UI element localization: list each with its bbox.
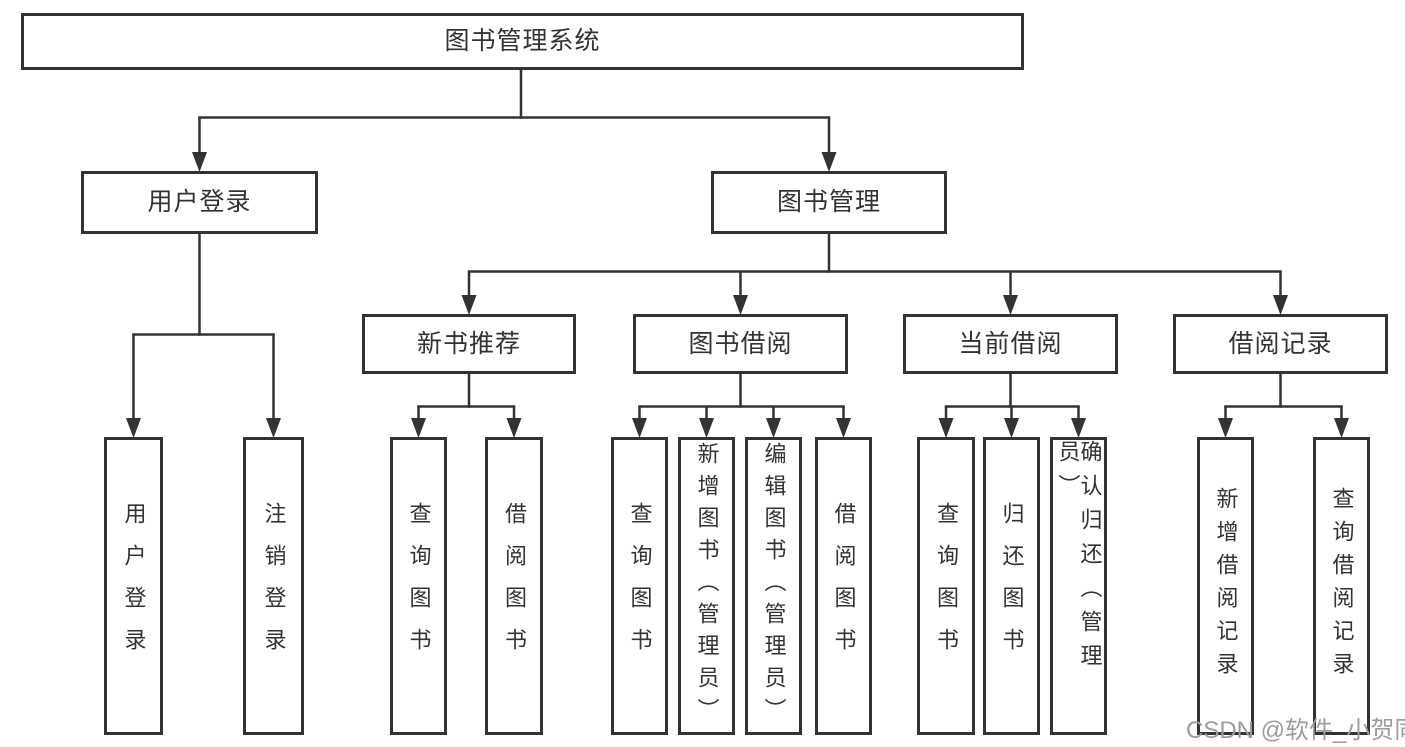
arrowhead-down-icon [1003, 295, 1018, 315]
arrowhead-down-icon [126, 418, 141, 438]
leaf-borrow-edit-books-admin: 编辑图书（管理员） [745, 437, 802, 735]
leaf-borrow-add-books-admin-label: 新增图书（管理员） [694, 442, 720, 730]
node-borrow-records-label: 借阅记录 [1228, 329, 1333, 358]
arrowhead-down-icon [699, 418, 714, 438]
leaf-borrow-query-books-label: 查询图书 [627, 502, 653, 670]
arrowhead-down-icon [506, 418, 522, 438]
watermark-text: CSDN @软件_小贺同学 [1186, 717, 1405, 744]
leaf-borrow-add-books-admin: 新增图书（管理员） [678, 437, 735, 735]
leaf-user-login: 用户登录 [104, 437, 163, 735]
node-new-book-recommend: 新书推荐 [362, 314, 576, 374]
leaf-logout-label: 注销登录 [261, 502, 287, 670]
leaf-newbooks-borrow-books-label: 借阅图书 [502, 502, 527, 670]
leaf-records-query-record-label: 查询借阅记录 [1329, 487, 1355, 685]
arrowhead-down-icon [1004, 418, 1019, 438]
arrowhead-down-icon [938, 418, 954, 438]
arrowhead-down-icon [461, 295, 477, 315]
arrowhead-down-icon [1334, 418, 1349, 438]
node-current-borrow-label: 当前借阅 [958, 329, 1063, 358]
leaf-borrow-borrow-books: 借阅图书 [815, 437, 872, 735]
leaf-records-query-record: 查询借阅记录 [1313, 437, 1370, 735]
node-book-borrow: 图书借阅 [633, 314, 848, 374]
leaf-newbooks-borrow-books: 借阅图书 [485, 437, 543, 735]
leaf-borrow-query-books: 查询图书 [611, 437, 668, 735]
arrowhead-down-icon [1273, 295, 1288, 315]
node-current-borrow: 当前借阅 [903, 314, 1118, 374]
arrowhead-down-icon [821, 152, 837, 172]
leaf-borrow-borrow-books-label: 借阅图书 [831, 502, 857, 670]
leaf-records-add-record-label: 新增借阅记录 [1213, 487, 1239, 685]
leaf-borrow-edit-books-admin-label: 编辑图书（管理员） [761, 442, 787, 730]
arrowhead-down-icon [192, 152, 207, 172]
leaf-newbooks-query-books: 查询图书 [390, 437, 447, 735]
arrowhead-down-icon [1218, 418, 1233, 438]
leaf-current-confirm-return-admin-label: 确认归还（管理员） [1055, 440, 1103, 678]
arrowhead-down-icon [836, 418, 851, 438]
node-book-management: 图书管理 [711, 171, 947, 234]
node-root-label: 图书管理系统 [444, 27, 601, 55]
arrowhead-down-icon [632, 418, 647, 438]
arrowhead-down-icon [733, 295, 748, 315]
leaf-user-login-label: 用户登录 [121, 502, 147, 670]
leaf-current-query-books-label: 查询图书 [934, 502, 959, 670]
arrowhead-down-icon [766, 418, 781, 438]
leaf-logout: 注销登录 [243, 437, 304, 735]
node-root-library-system: 图书管理系统 [21, 13, 1024, 70]
node-new-book-recommend-label: 新书推荐 [416, 329, 521, 358]
node-user-login-label: 用户登录 [147, 188, 252, 216]
leaf-newbooks-query-books-label: 查询图书 [406, 502, 432, 670]
leaf-records-add-record: 新增借阅记录 [1197, 437, 1254, 735]
arrowhead-down-icon [266, 418, 281, 438]
leaf-current-query-books: 查询图书 [917, 437, 975, 735]
node-book-management-label: 图书管理 [776, 188, 881, 216]
arrowhead-down-icon [1071, 418, 1086, 438]
leaf-current-return-books-label: 归还图书 [999, 502, 1025, 670]
arrowhead-down-icon [411, 418, 426, 438]
leaf-current-return-books: 归还图书 [983, 437, 1040, 735]
node-borrow-records: 借阅记录 [1173, 314, 1388, 374]
node-book-borrow-label: 图书借阅 [688, 329, 793, 358]
node-user-login: 用户登录 [81, 171, 318, 234]
leaf-current-confirm-return-admin: 确认归还（管理员） [1050, 437, 1107, 735]
